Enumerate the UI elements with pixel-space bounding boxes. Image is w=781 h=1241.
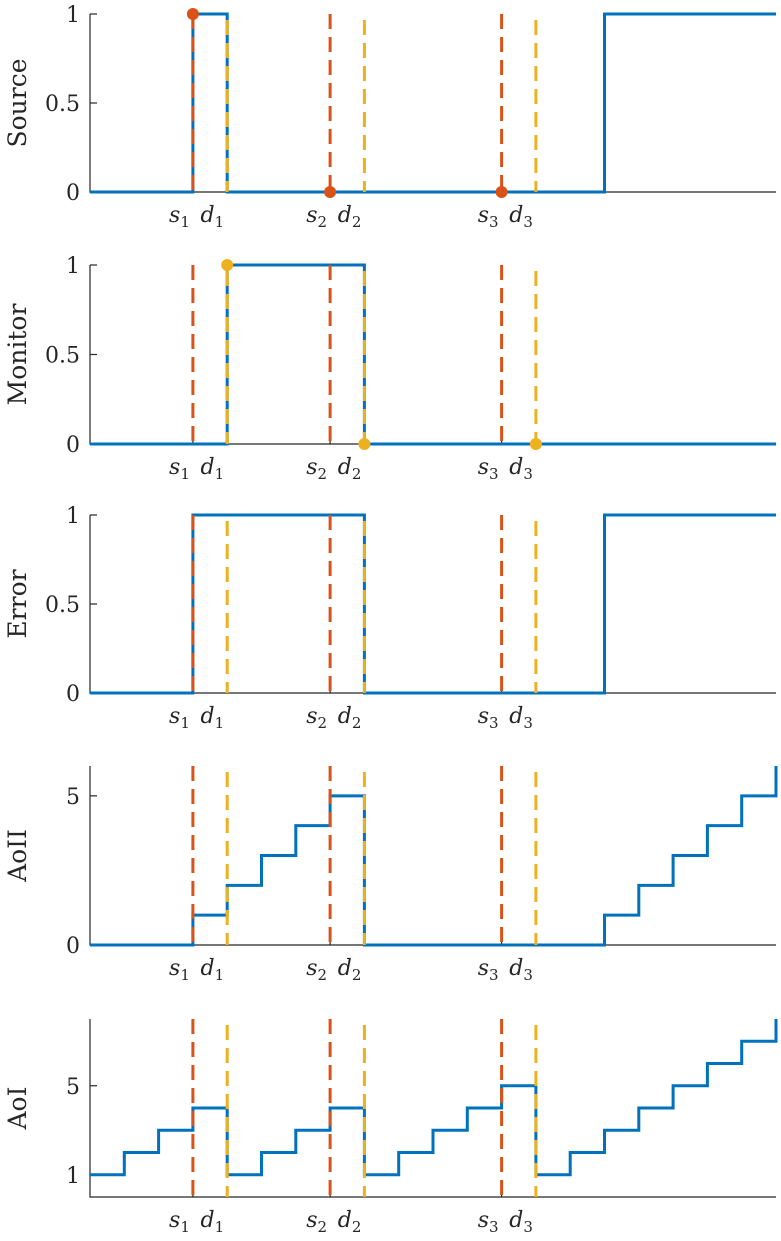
y-tick-label: 1 bbox=[66, 254, 80, 279]
y-tick-label: 5 bbox=[66, 785, 80, 810]
event-label-s2: s2 bbox=[306, 203, 327, 231]
event-label-s2: s2 bbox=[306, 1208, 327, 1236]
y-tick-label: 0 bbox=[66, 181, 80, 206]
y-tick-label: 0.5 bbox=[45, 593, 80, 618]
event-marker bbox=[324, 186, 337, 198]
event-label-d3: d3 bbox=[509, 956, 533, 984]
event-label-s2: s2 bbox=[306, 704, 327, 732]
y-tick-label: 0 bbox=[66, 682, 80, 707]
event-marker bbox=[495, 186, 508, 198]
event-label-d2: d2 bbox=[338, 704, 362, 732]
event-label-d3: d3 bbox=[509, 455, 533, 483]
event-marker bbox=[358, 438, 371, 450]
event-marker bbox=[186, 8, 199, 20]
event-label-s1: s1 bbox=[169, 455, 190, 483]
event-label-s3: s3 bbox=[478, 1208, 499, 1236]
event-label-s1: s1 bbox=[169, 203, 190, 231]
event-label-d2: d2 bbox=[338, 956, 362, 984]
y-axis-label: Error bbox=[3, 569, 32, 638]
event-label-s2: s2 bbox=[306, 455, 327, 483]
event-label-s1: s1 bbox=[169, 704, 190, 732]
event-label-s3: s3 bbox=[478, 704, 499, 732]
event-label-s3: s3 bbox=[478, 203, 499, 231]
event-label-d3: d3 bbox=[509, 704, 533, 732]
y-tick-label: 0.5 bbox=[45, 344, 80, 369]
event-label-s3: s3 bbox=[478, 455, 499, 483]
y-axis-label: Source bbox=[3, 58, 32, 147]
event-label-d3: d3 bbox=[509, 203, 533, 231]
event-marker bbox=[529, 438, 542, 450]
y-tick-label: 1 bbox=[66, 3, 80, 28]
y-axis-label: AoI bbox=[3, 1087, 32, 1131]
event-label-d3: d3 bbox=[509, 1208, 533, 1236]
event-label-s2: s2 bbox=[306, 956, 327, 984]
event-label-d2: d2 bbox=[338, 455, 362, 483]
y-tick-label: 5 bbox=[66, 1075, 80, 1100]
y-tick-label: 0 bbox=[66, 934, 80, 959]
event-label-s1: s1 bbox=[169, 956, 190, 984]
event-label-d1: d1 bbox=[201, 956, 225, 984]
event-label-d1: d1 bbox=[201, 1208, 225, 1236]
y-tick-label: 1 bbox=[66, 1164, 80, 1189]
event-label-d2: d2 bbox=[338, 1208, 362, 1236]
y-axis-label: Monitor bbox=[3, 304, 32, 406]
event-label-d1: d1 bbox=[201, 203, 225, 231]
event-label-d2: d2 bbox=[338, 203, 362, 231]
event-label-s1: s1 bbox=[169, 1208, 190, 1236]
y-axis-label: AoII bbox=[3, 829, 32, 883]
event-marker bbox=[221, 259, 234, 271]
event-label-d1: d1 bbox=[201, 455, 225, 483]
event-label-d1: d1 bbox=[201, 704, 225, 732]
y-tick-label: 0 bbox=[66, 433, 80, 458]
y-tick-label: 1 bbox=[66, 504, 80, 529]
signal-line bbox=[90, 263, 776, 446]
panel-aoi: 1 5 AoI s1 d1 s2 d2 s3 d3 bbox=[3, 1019, 778, 1236]
signal-line bbox=[90, 1019, 778, 1177]
event-label-s3: s3 bbox=[478, 956, 499, 984]
y-tick-label: 0.5 bbox=[45, 92, 80, 117]
axis-lines bbox=[89, 1019, 776, 1198]
